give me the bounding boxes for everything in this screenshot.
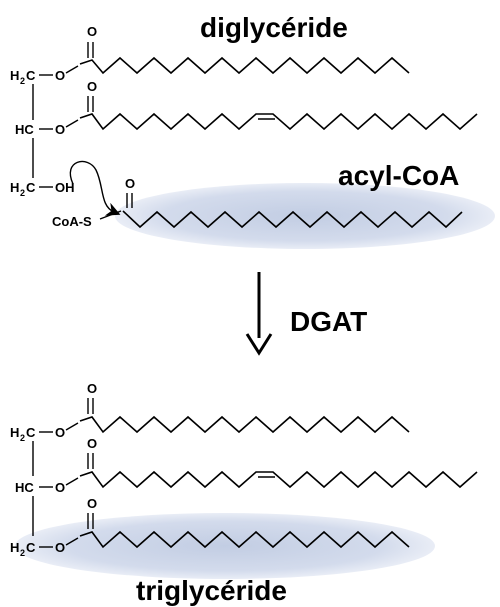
subscript-2: 2: [20, 76, 25, 86]
svg-text:O: O: [87, 381, 97, 396]
svg-text:O: O: [55, 425, 65, 440]
svg-text:H: H: [10, 68, 19, 83]
coa-thioester: CoA-S: [52, 214, 92, 229]
fatty-acid-chain-1: O: [79, 24, 410, 75]
diglyceride-backbone: H 2 C O HC O H 2 C OH: [10, 65, 79, 198]
acyl-coa-chain: CoA-S O: [52, 176, 463, 229]
svg-text:C: C: [26, 540, 36, 555]
svg-text:2: 2: [20, 548, 25, 558]
reactant-label: diglycéride: [200, 12, 348, 43]
donor-label: acyl-CoA: [338, 160, 459, 191]
svg-text:2: 2: [20, 188, 25, 198]
carbonyl-oxygen: O: [87, 24, 97, 39]
hydroxyl: OH: [55, 180, 75, 195]
h-atom: H: [10, 68, 19, 83]
carbonyl-oxygen: O: [125, 176, 135, 191]
curved-arrow-icon: [69, 160, 121, 216]
svg-text:O: O: [87, 496, 97, 511]
svg-text:C: C: [26, 425, 36, 440]
triglyceride-chain-2: O: [79, 436, 478, 489]
down-arrow-icon: [245, 272, 273, 356]
svg-text:O: O: [55, 540, 65, 555]
product-label: triglycéride: [136, 575, 287, 606]
svg-text:HC: HC: [15, 480, 34, 495]
svg-text:H: H: [10, 180, 19, 195]
ester-oxygen: O: [55, 68, 65, 83]
svg-text:C: C: [26, 180, 36, 195]
triglyceride-backbone: H 2 C O HC O H 2 C O: [10, 422, 79, 558]
svg-text:O: O: [55, 480, 65, 495]
fatty-acid-chain-2: O: [79, 79, 478, 131]
svg-text:H: H: [10, 540, 19, 555]
triglyceride-chain-3: O: [79, 496, 410, 549]
svg-text:H: H: [10, 425, 19, 440]
new-acyl-highlight: [15, 513, 435, 579]
triglyceride-chain-1: O: [79, 381, 410, 434]
carbonyl-oxygen: O: [87, 79, 97, 94]
ch-atom: HC: [15, 122, 34, 137]
svg-text:O: O: [87, 436, 97, 451]
c-atom: C: [26, 68, 36, 83]
svg-text:2: 2: [20, 433, 25, 443]
acyl-coa-highlight: [115, 183, 495, 249]
ester-oxygen: O: [55, 122, 65, 137]
enzyme-label: DGAT: [290, 306, 367, 337]
